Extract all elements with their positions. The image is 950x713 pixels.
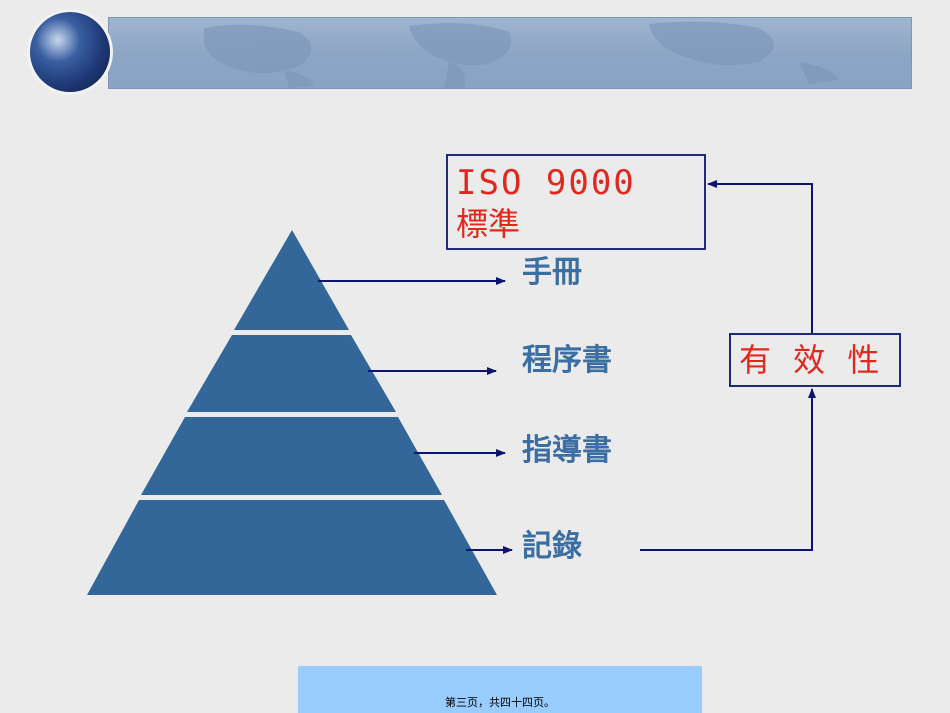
iso-standard-box: ISO 9000 標準 — [446, 154, 706, 250]
label-manual: 手冊 — [522, 255, 582, 290]
pyramid-tier-2 — [187, 335, 396, 412]
pyramid-tier-4 — [87, 500, 497, 595]
footer-bar: 第三页，共四十四页。 — [298, 666, 702, 713]
header-banner — [108, 17, 912, 89]
label-procedure: 程序書 — [522, 343, 612, 378]
iso-standard-title: ISO 9000 — [456, 163, 636, 203]
label-record: 記錄 — [522, 529, 582, 564]
effectiveness-box: 有 效 性 — [729, 333, 901, 387]
label-instruction: 指導書 — [522, 433, 612, 468]
iso-standard-subtitle: 標準 — [456, 205, 521, 243]
arrow-effectiveness-to-iso — [707, 180, 813, 333]
globe-icon — [30, 12, 110, 92]
pyramid-tier-1 — [234, 230, 349, 330]
pyramid-tier-3 — [141, 417, 442, 495]
page-number: 第三页，共四十四页。 — [445, 697, 555, 709]
arrow-record-to-effectiveness — [640, 388, 816, 551]
effectiveness-label: 有 效 性 — [739, 341, 886, 379]
world-map-graphic — [204, 21, 839, 88]
